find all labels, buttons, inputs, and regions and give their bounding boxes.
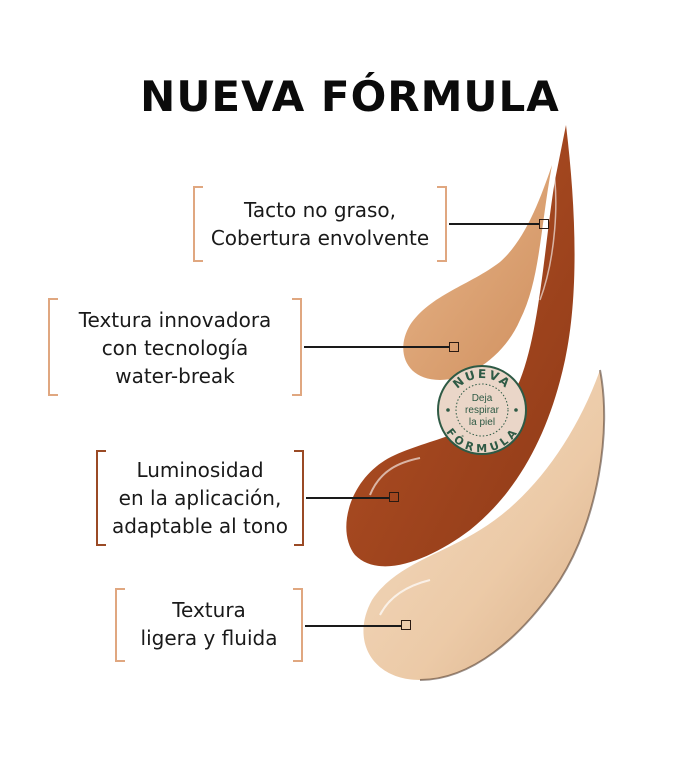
swatch-marker — [389, 492, 399, 502]
leader-line — [449, 223, 539, 225]
badge-center-line: la piel — [469, 417, 495, 428]
new-formula-badge: NUEVA FÓRMULA Deja respirar la piel — [437, 365, 527, 455]
bracket-right — [294, 450, 304, 546]
callout-line: adaptable al tono — [111, 514, 289, 538]
leader-line — [305, 625, 401, 627]
callout-line: con tecnología — [101, 336, 249, 360]
medium-swatch — [403, 165, 552, 380]
badge-center-line: respirar — [465, 405, 500, 416]
dark-swatch — [346, 125, 575, 567]
callout-luminosity: Luminosidad en la aplicación, adaptable … — [96, 450, 304, 546]
callout-line: Luminosidad — [136, 458, 264, 482]
bracket-right — [437, 186, 447, 262]
light-swatch — [363, 370, 605, 680]
callout-line: water-break — [115, 364, 235, 388]
swatch-marker — [401, 620, 411, 630]
callout-line: ligera y fluida — [140, 626, 278, 650]
swatch-marker — [449, 342, 459, 352]
page-title: NUEVA FÓRMULA — [140, 72, 560, 121]
bracket-left — [96, 450, 106, 546]
leader-line — [306, 497, 390, 499]
callout-non-greasy: Tacto no graso, Cobertura envolvente — [193, 186, 447, 262]
bracket-right — [292, 298, 302, 396]
callout-line: Tacto no graso, — [243, 198, 397, 222]
bracket-left — [193, 186, 203, 262]
callout-line: Textura innovadora — [78, 308, 272, 332]
leader-line — [304, 346, 450, 348]
bracket-left — [115, 588, 125, 662]
callout-innovative-texture: Textura innovadora con tecnología water-… — [48, 298, 302, 396]
bracket-right — [293, 588, 303, 662]
callout-line: Textura — [172, 598, 246, 622]
badge-center-line: Deja — [472, 393, 493, 404]
callout-line: en la aplicación, — [118, 486, 282, 510]
callout-light-texture: Textura ligera y fluida — [115, 588, 303, 662]
swatch-marker — [539, 219, 549, 229]
bracket-left — [48, 298, 58, 396]
callout-line: Cobertura envolvente — [210, 226, 430, 250]
